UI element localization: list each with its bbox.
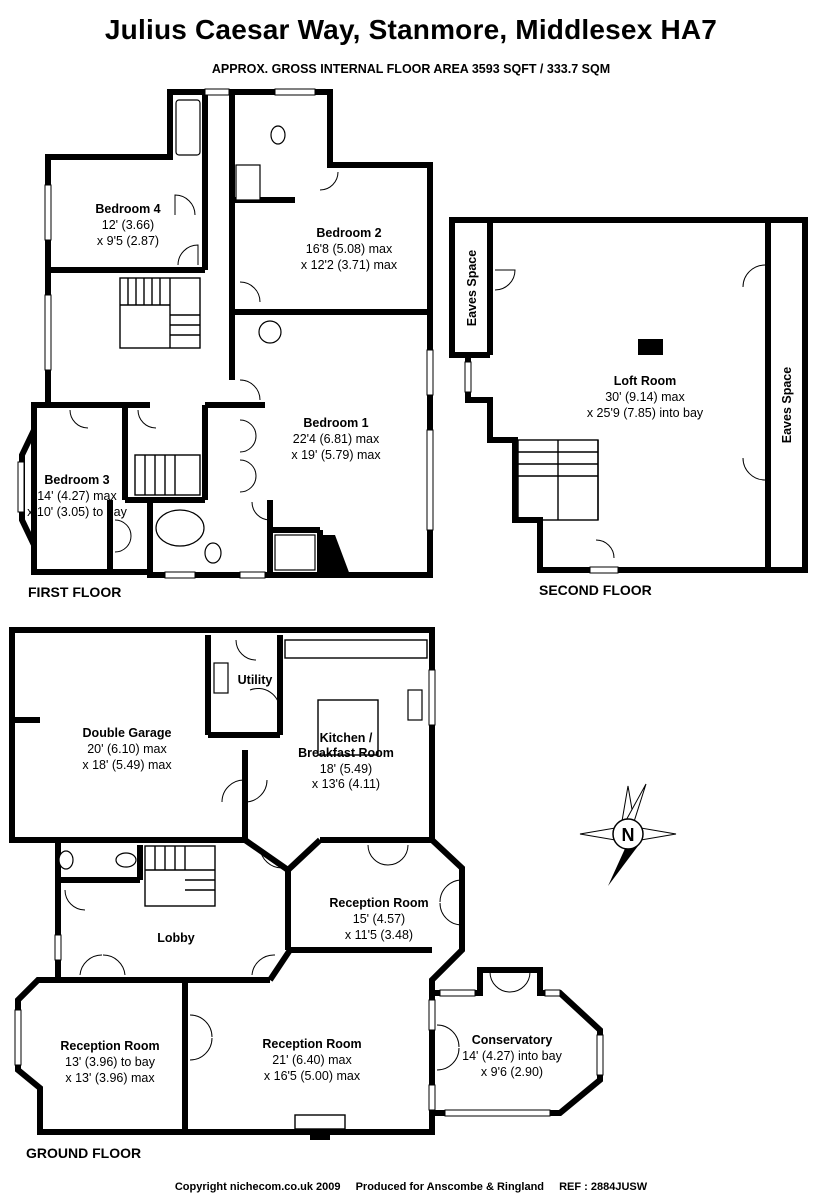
- ground-floor-plan: [9, 627, 604, 1140]
- floor-label-first: FIRST FLOOR: [28, 584, 121, 600]
- room-name-reception-left: Reception Room: [60, 1039, 159, 1053]
- fireplace-hearth: [294, 1114, 346, 1130]
- shower-ensuite: [274, 534, 316, 571]
- window-bedroom4: [44, 184, 52, 241]
- first-floor-plan: [17, 88, 434, 579]
- room-name-eaves-left: Eaves Space: [465, 250, 479, 326]
- compass-icon: N: [579, 783, 677, 886]
- room-name-bedroom4: Bedroom 4: [95, 202, 160, 216]
- second-floor-plan: [449, 217, 808, 574]
- loft-chimney: [638, 339, 663, 355]
- room-dim-loft-2: x 25'9 (7.85) into bay: [587, 406, 704, 420]
- compass-north-letter: N: [622, 825, 635, 845]
- room-name-bedroom2: Bedroom 2: [316, 226, 381, 240]
- room-dim-reception-left-2: x 13' (3.96) max: [65, 1071, 155, 1085]
- room-dim-conservatory-2: x 9'6 (2.90): [481, 1065, 543, 1079]
- room-name-kitchen-2: Breakfast Room: [298, 746, 394, 760]
- room-dim-reception-center-2: x 16'5 (5.00) max: [264, 1069, 361, 1083]
- first-floor-flue: [320, 535, 350, 575]
- room-name-garage: Double Garage: [83, 726, 172, 740]
- room-name-bedroom3: Bedroom 3: [44, 473, 109, 487]
- kitchen-island: [317, 699, 379, 756]
- room-dim-bedroom2-1: 16'8 (5.08) max: [306, 242, 393, 256]
- utility-sink: [213, 662, 229, 694]
- room-dim-loft-1: 30' (9.14) max: [605, 390, 685, 404]
- plan-title: Julius Caesar Way, Stanmore, Middlesex H…: [104, 14, 718, 45]
- shower-tray: [235, 164, 261, 201]
- footer: Copyright nichecom.co.uk 2009 Produced f…: [0, 1181, 822, 1193]
- room-name-eaves-right: Eaves Space: [780, 367, 794, 443]
- floor-label-second: SECOND FLOOR: [539, 582, 652, 598]
- room-dim-bedroom1-2: x 19' (5.79) max: [291, 448, 381, 462]
- room-dim-bedroom2-2: x 12'2 (3.71) max: [301, 258, 398, 272]
- floor-label-ground: GROUND FLOOR: [26, 1145, 141, 1161]
- window-bedroom1-b: [426, 429, 434, 531]
- kitchen-sink: [407, 689, 423, 721]
- room-dim-bedroom3-1: 14' (4.27) max: [37, 489, 117, 503]
- ground-floor-stairs: [144, 845, 216, 907]
- room-name-reception-right: Reception Room: [329, 896, 428, 910]
- room-dim-bedroom3-2: x 10' (3.05) to bay: [27, 505, 127, 519]
- wc-ensuite: [204, 542, 222, 564]
- window-bedroom1-a: [426, 349, 434, 396]
- first-floor-stairs: [119, 277, 201, 496]
- fireplace-chimney: [310, 1132, 330, 1140]
- room-name-kitchen-1: Kitchen /: [320, 731, 373, 745]
- room-dim-bedroom4-1: 12' (3.66): [102, 218, 154, 232]
- basin-bedroom1: [258, 320, 282, 344]
- room-dim-garage-1: 20' (6.10) max: [87, 742, 167, 756]
- footer-reference: REF : 2884JUSW: [559, 1181, 648, 1193]
- room-dim-kitchen-2: x 13'6 (4.11): [312, 777, 380, 791]
- footer-produced-for: Produced for Anscombe & Ringland: [355, 1181, 545, 1193]
- room-dim-kitchen-1: 18' (5.49): [320, 762, 372, 776]
- room-dim-garage-2: x 18' (5.49) max: [82, 758, 172, 772]
- basin-ground: [58, 850, 74, 870]
- room-name-bedroom1: Bedroom 1: [303, 416, 368, 430]
- room-dim-reception-right-1: 15' (4.57): [353, 912, 405, 926]
- second-floor-stairs: [517, 439, 599, 521]
- reception-bay-window: [14, 1009, 22, 1066]
- room-dim-bedroom1-1: 22'4 (6.81) max: [293, 432, 380, 446]
- room-dim-conservatory-1: 14' (4.27) into bay: [462, 1049, 562, 1063]
- wc-bathroom: [270, 125, 286, 145]
- room-name-lobby: Lobby: [157, 931, 195, 945]
- footer-copyright: Copyright nichecom.co.uk 2009: [174, 1181, 341, 1193]
- room-name-loft: Loft Room: [614, 374, 676, 388]
- room-name-utility: Utility: [238, 673, 273, 687]
- ground-floor-outer-wall: [9, 627, 465, 1135]
- corner-bath: [155, 509, 205, 547]
- room-dim-reception-left-1: 13' (3.96) to bay: [65, 1055, 156, 1069]
- window-landing: [44, 294, 52, 371]
- wc-ground: [115, 852, 137, 868]
- bath-tub: [175, 99, 201, 156]
- room-name-conservatory: Conservatory: [472, 1033, 553, 1047]
- room-dim-reception-right-2: x 11'5 (3.48): [345, 928, 413, 942]
- room-dim-bedroom4-2: x 9'5 (2.87): [97, 234, 159, 248]
- bedroom3-bay-window: [17, 461, 25, 513]
- floor-area-subtitle: APPROX. GROSS INTERNAL FLOOR AREA 3593 S…: [211, 62, 611, 76]
- room-name-reception-center: Reception Room: [262, 1037, 361, 1051]
- room-dim-reception-center-1: 21' (6.40) max: [272, 1053, 352, 1067]
